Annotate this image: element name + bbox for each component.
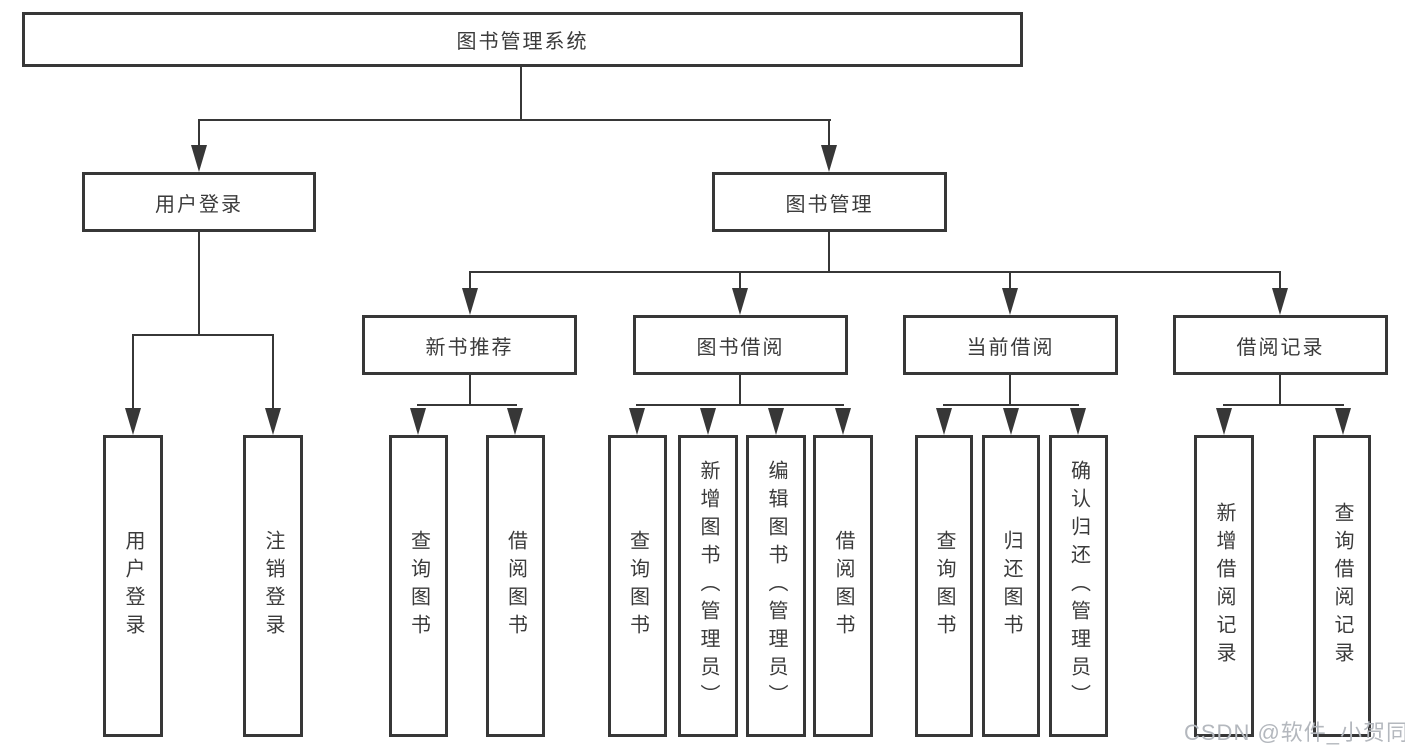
node-user-login-group: 用户登录 bbox=[82, 172, 316, 232]
node-leaf-query-books-borrowing: 查询图书 bbox=[608, 435, 667, 737]
connector-line bbox=[828, 232, 830, 272]
node-leaf-query-books-recommend: 查询图书 bbox=[389, 435, 448, 737]
arrowhead-down-icon bbox=[125, 408, 141, 435]
arrowhead-down-icon bbox=[462, 288, 478, 315]
arrowhead-down-icon bbox=[1003, 408, 1019, 435]
arrowhead-down-icon bbox=[1335, 408, 1351, 435]
node-current-borrowing: 当前借阅 bbox=[903, 315, 1118, 375]
connector-line bbox=[417, 404, 517, 406]
leaf-label: 新增图书（管理员） bbox=[697, 460, 719, 712]
connector-line bbox=[828, 119, 830, 147]
connector-line bbox=[739, 375, 741, 405]
arrowhead-down-icon bbox=[732, 288, 748, 315]
node-leaf-edit-books-admin: 编辑图书（管理员） bbox=[746, 435, 806, 737]
connector-line bbox=[198, 119, 831, 121]
arrowhead-down-icon bbox=[629, 408, 645, 435]
connector-line bbox=[1279, 375, 1281, 405]
arrowhead-down-icon bbox=[1070, 408, 1086, 435]
node-leaf-add-books-admin: 新增图书（管理员） bbox=[678, 435, 738, 737]
connector-line bbox=[1223, 404, 1344, 406]
leaf-label: 查询图书 bbox=[933, 530, 955, 642]
connector-line bbox=[198, 119, 200, 147]
node-new-book-recommend: 新书推荐 bbox=[362, 315, 577, 375]
connector-line bbox=[739, 271, 741, 290]
node-leaf-borrow-books-borrowing: 借阅图书 bbox=[813, 435, 873, 737]
connector-line bbox=[469, 375, 471, 405]
connector-line bbox=[469, 271, 471, 290]
arrowhead-down-icon bbox=[768, 408, 784, 435]
arrowhead-down-icon bbox=[821, 145, 837, 172]
connector-line bbox=[198, 232, 200, 335]
node-library-management-system: 图书管理系统 bbox=[22, 12, 1023, 67]
leaf-label: 查询借阅记录 bbox=[1331, 502, 1353, 670]
connector-line bbox=[132, 334, 134, 410]
connector-line bbox=[1009, 375, 1011, 405]
connector-line bbox=[272, 334, 274, 410]
connector-line bbox=[636, 404, 844, 406]
leaf-label: 查询图书 bbox=[407, 530, 430, 642]
node-book-management-group: 图书管理 bbox=[712, 172, 947, 232]
leaf-label: 新增借阅记录 bbox=[1213, 502, 1235, 670]
arrowhead-down-icon bbox=[835, 408, 851, 435]
arrowhead-down-icon bbox=[936, 408, 952, 435]
node-leaf-add-borrow-record: 新增借阅记录 bbox=[1194, 435, 1254, 737]
node-leaf-query-books-current: 查询图书 bbox=[915, 435, 973, 737]
node-book-borrowing: 图书借阅 bbox=[633, 315, 848, 375]
leaf-label: 查询图书 bbox=[626, 530, 649, 642]
leaf-label: 归还图书 bbox=[1000, 530, 1022, 642]
leaf-label: 用户登录 bbox=[122, 530, 144, 642]
connector-line bbox=[469, 271, 1281, 273]
connector-line bbox=[943, 404, 1079, 406]
csdn-watermark: CSDN @软件_小贺同学 bbox=[1184, 720, 1405, 745]
node-leaf-borrow-books-recommend: 借阅图书 bbox=[486, 435, 545, 737]
arrowhead-down-icon bbox=[191, 145, 207, 172]
node-leaf-query-borrow-record: 查询借阅记录 bbox=[1313, 435, 1371, 737]
connector-line bbox=[132, 334, 274, 336]
arrowhead-down-icon bbox=[265, 408, 281, 435]
leaf-label: 借阅图书 bbox=[832, 530, 854, 642]
leaf-label: 借阅图书 bbox=[504, 530, 527, 642]
arrowhead-down-icon bbox=[507, 408, 523, 435]
arrowhead-down-icon bbox=[1272, 288, 1288, 315]
node-borrowing-records: 借阅记录 bbox=[1173, 315, 1388, 375]
arrowhead-down-icon bbox=[410, 408, 426, 435]
leaf-label: 注销登录 bbox=[262, 530, 284, 642]
node-leaf-user-login: 用户登录 bbox=[103, 435, 163, 737]
connector-line bbox=[520, 67, 522, 120]
connector-line bbox=[1009, 271, 1011, 290]
arrowhead-down-icon bbox=[1216, 408, 1232, 435]
connector-line bbox=[1279, 271, 1281, 290]
node-leaf-logout: 注销登录 bbox=[243, 435, 303, 737]
arrowhead-down-icon bbox=[700, 408, 716, 435]
node-leaf-confirm-return-admin: 确认归还（管理员） bbox=[1049, 435, 1108, 737]
leaf-label: 编辑图书（管理员） bbox=[765, 460, 787, 712]
leaf-label: 确认归还（管理员） bbox=[1067, 460, 1090, 712]
node-leaf-return-books: 归还图书 bbox=[982, 435, 1040, 737]
arrowhead-down-icon bbox=[1002, 288, 1018, 315]
